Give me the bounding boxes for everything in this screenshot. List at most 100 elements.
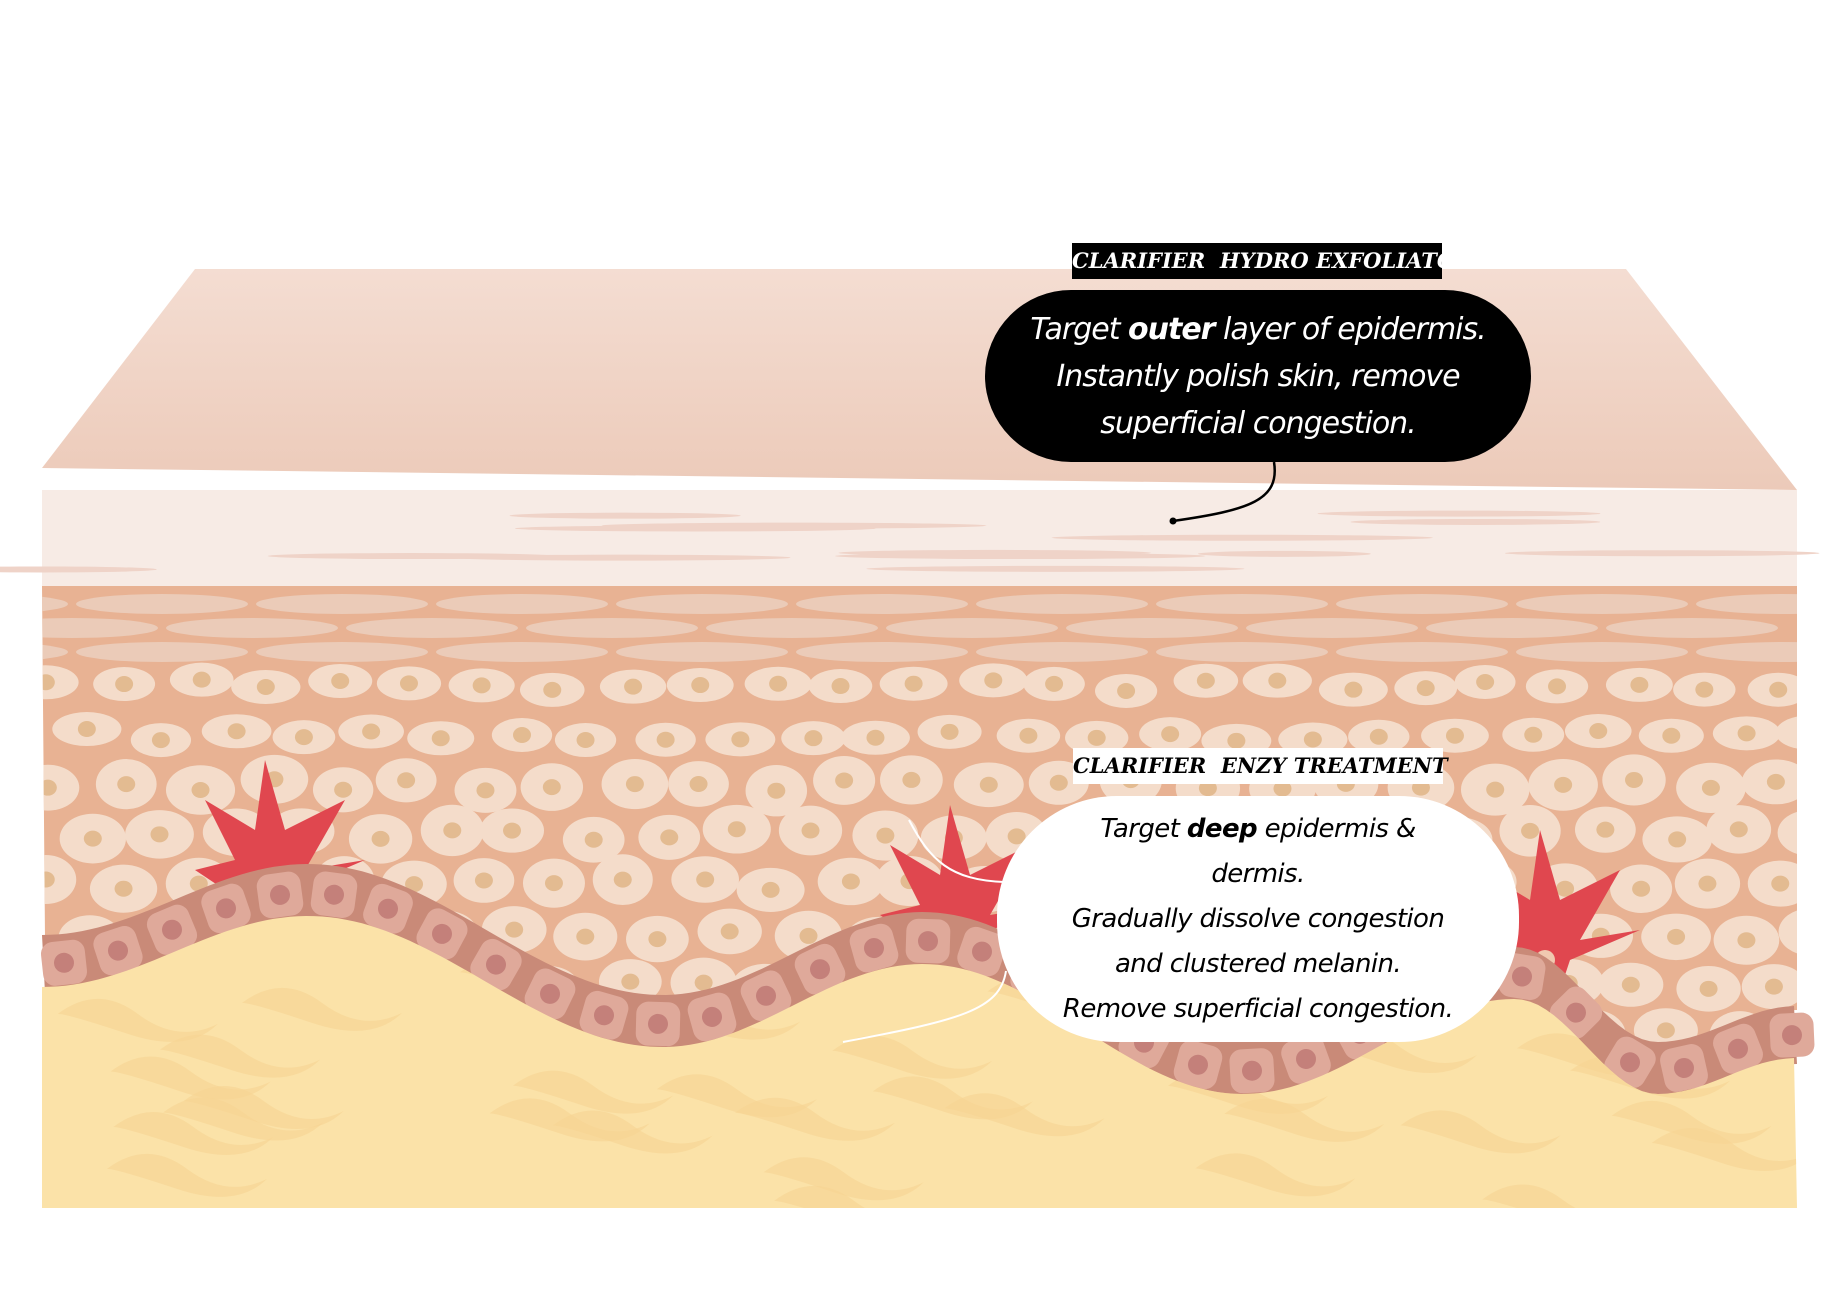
nucleus [841, 873, 860, 890]
nucleus [1668, 831, 1687, 848]
basal-nucleus [378, 898, 398, 919]
nucleus [1344, 681, 1363, 698]
nucleus [769, 675, 788, 692]
basal-nucleus [216, 898, 236, 919]
flat-cell [796, 642, 968, 662]
basal-cell [40, 939, 88, 986]
basal-cell [1604, 1036, 1656, 1089]
dermis-swirl [872, 1076, 1033, 1120]
stratum-line [1504, 550, 1820, 557]
nucleus [940, 723, 959, 740]
keratinocyte [1777, 809, 1797, 856]
nucleus [371, 830, 390, 847]
nucleus [114, 880, 133, 897]
basal-cell [310, 871, 358, 918]
nucleus [505, 921, 524, 938]
nucleus [984, 672, 1003, 689]
flat-cell [256, 642, 428, 662]
basal-nucleus [270, 884, 290, 905]
nucleus [397, 772, 416, 789]
nucleus [691, 677, 710, 694]
basal-cell [201, 883, 251, 934]
nucleus [799, 927, 818, 944]
callout-line: Instantly polish skin, remove [1056, 358, 1460, 394]
nucleus [1521, 822, 1540, 839]
callout-line: superficial congestion. [1100, 405, 1416, 441]
nucleus [443, 822, 462, 839]
basal-cell [1281, 1034, 1331, 1084]
flat-cell [1696, 594, 1797, 614]
nucleus [1699, 980, 1718, 997]
dermis-swirl [1482, 1184, 1643, 1208]
basal-cell [849, 923, 899, 973]
flat-cell [796, 594, 968, 614]
dermis-swirl [57, 998, 218, 1042]
keratinocyte [1778, 908, 1797, 956]
nucleus [1802, 924, 1820, 940]
basal-nucleus [1188, 1054, 1208, 1075]
basal-cell [146, 904, 198, 955]
nucleus [1524, 726, 1543, 743]
dermis-swirl [110, 1056, 271, 1100]
nucleus [1656, 1022, 1675, 1039]
nucleus [1799, 725, 1817, 741]
dermis-swirl [1651, 1128, 1797, 1171]
dermis-swirl [1400, 1110, 1561, 1154]
product-label-enzy-treatment: CLARIFIER ENZY TREATMENT [1073, 748, 1448, 784]
basal-cell [1660, 1044, 1708, 1092]
nucleus [1737, 725, 1756, 742]
nucleus [77, 721, 96, 738]
nucleus [476, 782, 495, 799]
nucleus [624, 678, 643, 695]
nucleus [512, 726, 531, 743]
connector-line-outer [1172, 461, 1276, 523]
nucleus [656, 731, 675, 748]
nucleus [831, 678, 850, 695]
flat-cell [1606, 618, 1778, 638]
callout-line: and clustered melanin. [1114, 948, 1402, 979]
nucleus [1766, 773, 1785, 790]
basal-nucleus [648, 1013, 668, 1034]
nucleus [904, 675, 923, 692]
flat-cell [1426, 618, 1598, 638]
dermis-swirl [241, 987, 402, 1031]
flat-cell [1696, 642, 1797, 662]
basal-nucleus [1674, 1057, 1694, 1078]
nucleus [720, 923, 739, 940]
keratinocyte [1775, 715, 1797, 750]
nucleus [1548, 678, 1567, 695]
basal-cell [1713, 1023, 1763, 1074]
nucleus [613, 871, 632, 888]
basal-nucleus [810, 959, 830, 980]
basal-cell [957, 926, 1007, 977]
basal-nucleus [1566, 1002, 1586, 1023]
flat-cell [1246, 618, 1418, 638]
nucleus [472, 677, 491, 694]
basal-cell [1173, 1040, 1223, 1090]
nucleus [334, 781, 353, 798]
nucleus [835, 772, 854, 789]
callout-line: Remove superficial congestion. [1062, 993, 1454, 1024]
nucleus [660, 829, 679, 846]
nucleus [1621, 976, 1640, 993]
nucleus [1087, 729, 1106, 746]
dermis-swirl [106, 1153, 267, 1197]
nucleus [192, 671, 211, 688]
nucleus [694, 974, 713, 991]
flat-cell [1516, 594, 1688, 614]
nucleus [503, 822, 522, 839]
nucleus [1019, 727, 1038, 744]
emphasis-deep: deep [1186, 813, 1258, 844]
flat-cell [346, 618, 518, 638]
flat-cell [1336, 594, 1508, 614]
nucleus [227, 723, 246, 740]
nucleus [804, 730, 823, 747]
nucleus [117, 776, 136, 793]
flat-cell [886, 618, 1058, 638]
nucleus [1695, 681, 1714, 698]
nucleus [1589, 722, 1608, 739]
nucleus [1227, 732, 1246, 749]
nucleus [362, 723, 381, 740]
skin-surface-top [42, 269, 1797, 490]
text: layer of epidermis. [1214, 311, 1487, 347]
